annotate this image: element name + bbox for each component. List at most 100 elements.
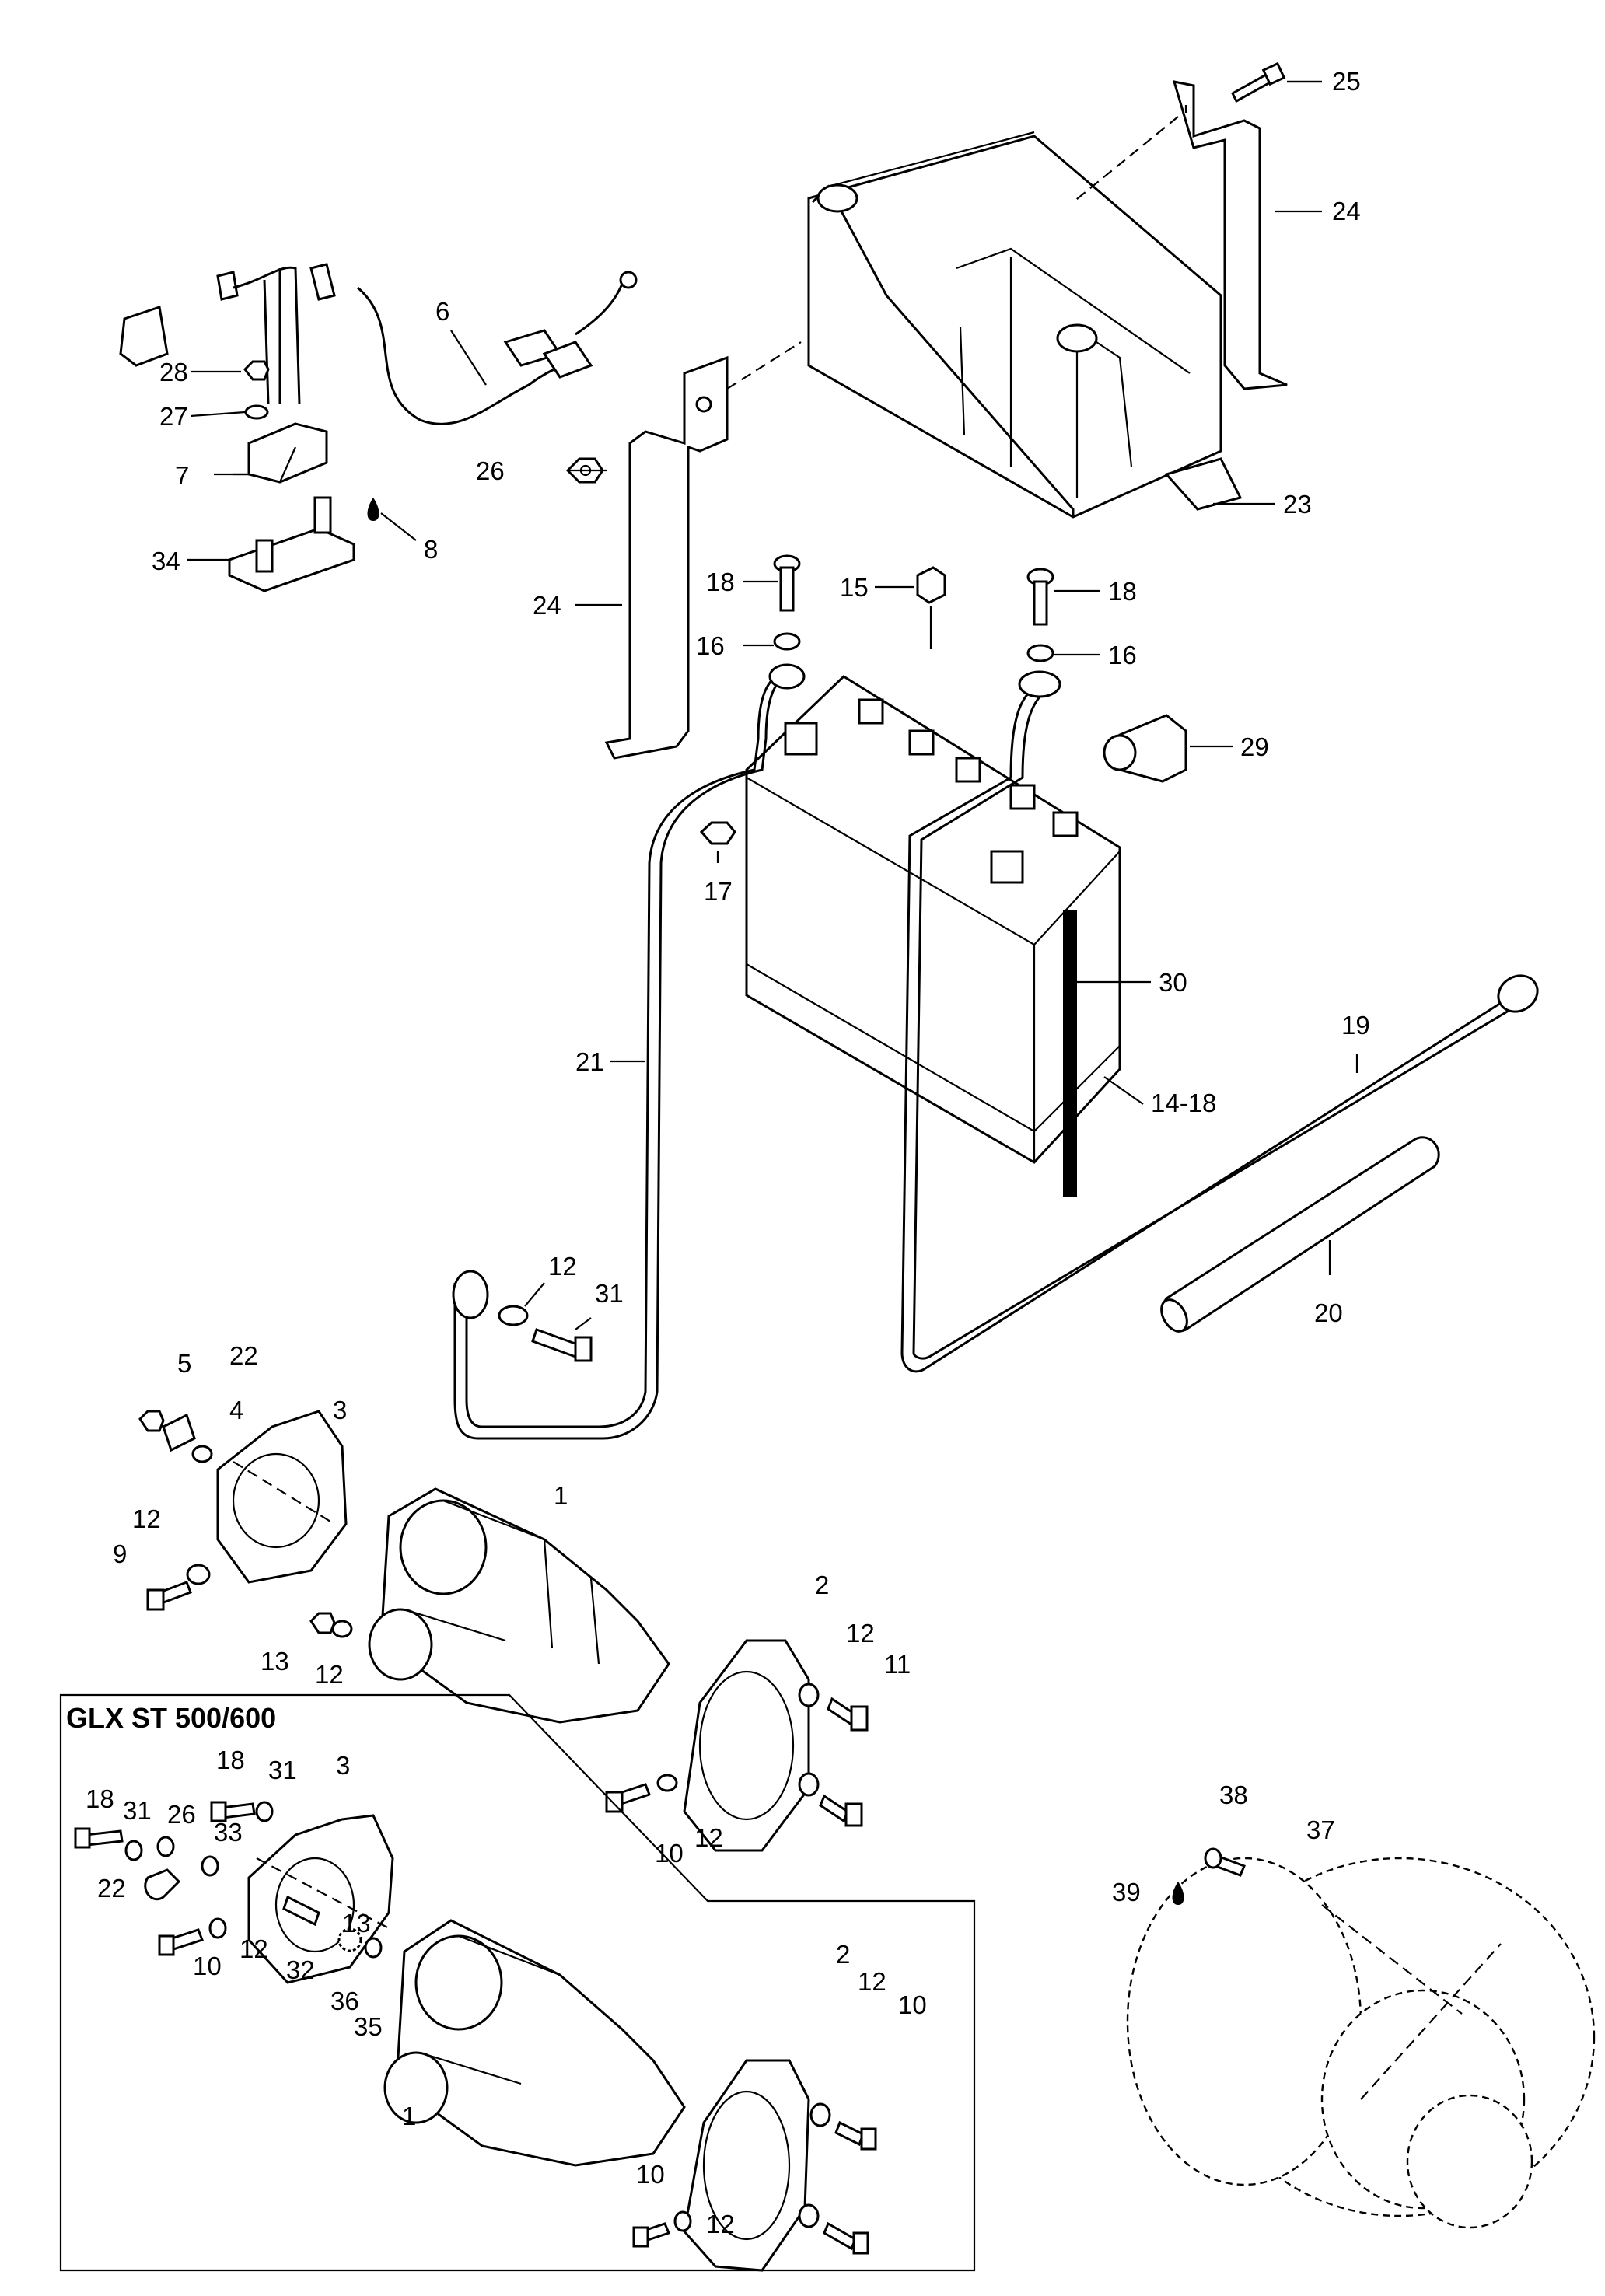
callout-34: 34	[152, 547, 180, 575]
callout-2-upper: 2	[815, 1571, 829, 1599]
callout-22-lower: 22	[97, 1874, 126, 1903]
nut-28	[243, 360, 270, 381]
callout-8: 8	[424, 535, 438, 564]
callout-18-left: 18	[706, 568, 735, 596]
washer-12-lower-right-b	[798, 2203, 820, 2228]
protective-tube-20	[1160, 1136, 1440, 1333]
bolt-10-lower-a	[158, 1928, 204, 1956]
bolt-18-lower-b	[74, 1827, 124, 1849]
bolt-10-lower-right	[834, 2120, 877, 2151]
washer-16-right	[1026, 644, 1054, 662]
callout-10-lower-a: 10	[193, 1952, 222, 1980]
callout-35: 35	[354, 2012, 383, 2041]
bracket-24-left	[604, 341, 802, 760]
bolt-10-lower-b	[632, 2222, 671, 2248]
screw-18-right	[1026, 568, 1054, 626]
leader-lines	[187, 80, 1358, 1330]
callout-30: 30	[1159, 968, 1187, 997]
callout-3-upper: 3	[333, 1396, 347, 1424]
callout-12-upper-right: 12	[846, 1619, 875, 1648]
callout-12-lower-b: 12	[706, 2210, 735, 2238]
callout-14-18: 14-18	[1151, 1089, 1216, 1117]
bolt-38	[1204, 1847, 1246, 1877]
callout-18-lower-a: 18	[216, 1746, 245, 1774]
clip-26-lower	[156, 1836, 175, 1857]
callout-38: 38	[1219, 1781, 1248, 1809]
washer-31-lower-b	[124, 1840, 143, 1861]
callout-6: 6	[435, 297, 449, 326]
wiring-harness-6	[119, 263, 638, 425]
terminal-cover-29	[1103, 714, 1187, 783]
bolt-10-upper	[605, 1783, 651, 1813]
bolt-18-lower-a	[210, 1801, 256, 1822]
callout-10-upper: 10	[655, 1839, 684, 1868]
callout-13-lower: 13	[342, 1909, 371, 1938]
washer-35	[364, 1937, 383, 1959]
callout-32: 32	[286, 1955, 315, 1984]
cable-19	[900, 670, 1539, 1373]
washer-12-lower-a	[208, 1917, 227, 1939]
bracket-24-right	[1072, 80, 1288, 390]
washer-33	[201, 1855, 219, 1877]
callout-3-lower: 3	[336, 1751, 350, 1780]
washer-12-upper-right-a	[798, 1683, 820, 1707]
callout-12-upper-bottom: 12	[694, 1823, 723, 1852]
washer-16-left	[773, 632, 801, 651]
callout-37: 37	[1306, 1815, 1335, 1844]
callout-26-lower: 26	[167, 1800, 196, 1829]
callout-20: 20	[1314, 1298, 1343, 1327]
callout-9: 9	[113, 1539, 127, 1568]
inset-glx-st	[59, 1693, 976, 2272]
callout-22-upper: 22	[229, 1341, 258, 1370]
screw-18-left	[773, 554, 801, 612]
callout-1-upper: 1	[554, 1481, 568, 1510]
washer-4	[191, 1445, 213, 1463]
callout-2-lower: 2	[836, 1940, 850, 1969]
bolt-upper-right-lower	[819, 1794, 863, 1827]
stud-32	[282, 1895, 320, 1927]
callout-11: 11	[884, 1650, 911, 1679]
gasket-2-lower	[683, 2059, 810, 2272]
washer-12-lower-b	[673, 2210, 692, 2232]
callout-27: 27	[159, 402, 188, 431]
bolt-25	[1231, 61, 1322, 103]
callout-16-left: 16	[696, 631, 725, 660]
callout-13-upper: 13	[261, 1647, 289, 1676]
callout-29: 29	[1240, 732, 1269, 761]
callout-1-lower: 1	[402, 2102, 416, 2130]
nut-36	[337, 1927, 362, 1952]
callout-4: 4	[229, 1396, 243, 1424]
callout-labels: 25 24 23 6 26 28 27 7 8 34 24 18 16 15 1…	[66, 67, 1370, 2238]
callout-21: 21	[575, 1047, 604, 1076]
callout-24-left: 24	[533, 591, 561, 620]
vent-plug-15	[916, 566, 946, 649]
bolt-31-cable	[531, 1328, 593, 1362]
callout-26-top: 26	[476, 456, 505, 485]
washer-12-upper-bottom	[656, 1774, 678, 1792]
gasket-3-upper	[216, 1410, 348, 1584]
adhesive-drop-39-icon	[1172, 1882, 1184, 1905]
callout-12-lower-right: 12	[858, 1967, 886, 1996]
callout-16-right: 16	[1108, 641, 1137, 669]
callout-18-right: 18	[1108, 577, 1137, 606]
mounting-plate-34	[228, 496, 355, 592]
callout-5: 5	[177, 1349, 191, 1378]
callout-31-cable: 31	[595, 1279, 624, 1308]
callout-31-lower-a: 31	[268, 1756, 297, 1784]
callout-28: 28	[159, 358, 188, 386]
callout-39: 39	[1112, 1878, 1141, 1906]
callout-10-lower-right: 10	[898, 1990, 927, 2019]
callout-12-upper-mid: 12	[315, 1660, 344, 1689]
callout-33: 33	[214, 1818, 243, 1847]
cable-21	[452, 663, 806, 1440]
bolt-9	[146, 1581, 192, 1611]
washer-27	[244, 404, 269, 420]
callout-10-lower-b: 10	[636, 2160, 665, 2189]
nut-5	[138, 1410, 165, 1432]
callout-12-lower-a: 12	[240, 1934, 268, 1963]
washer-12-lower-right-a	[809, 2102, 831, 2127]
callout-15: 15	[840, 573, 869, 602]
gasket-2-upper	[683, 1639, 810, 1852]
callout-31-lower-b: 31	[123, 1796, 152, 1825]
